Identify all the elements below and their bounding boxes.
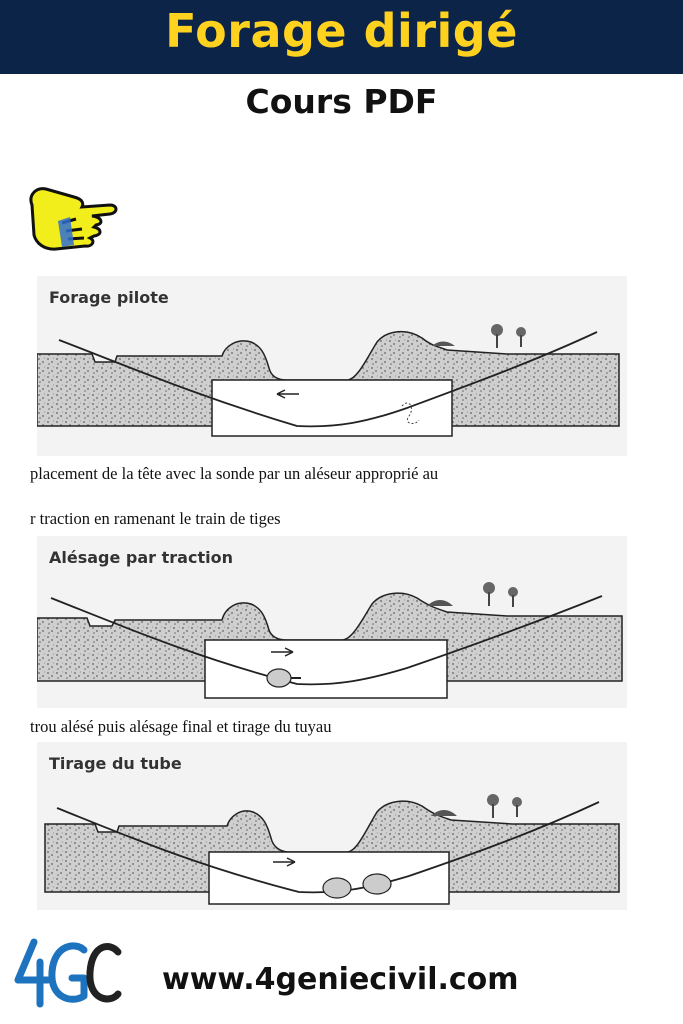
pointing-hand-icon bbox=[29, 187, 118, 251]
header-banner: Forage dirigé bbox=[0, 0, 683, 74]
diagram-alesage-par-traction: Alésage par traction bbox=[37, 536, 627, 708]
drilling-cross-section bbox=[37, 324, 620, 437]
diagram-forage-pilote: Forage pilote bbox=[37, 276, 627, 456]
panel-label: Alésage par traction bbox=[49, 548, 233, 567]
caption-2: r traction en ramenant le train de tiges bbox=[30, 509, 281, 528]
website-link[interactable]: www.4geniecivil.com bbox=[162, 962, 519, 997]
panel-label: Forage pilote bbox=[49, 288, 169, 307]
diagram-tirage-du-tube: Tirage du tube bbox=[37, 742, 627, 910]
drilling-cross-section bbox=[44, 794, 620, 905]
drilling-cross-section bbox=[37, 582, 623, 699]
caption-3: trou alésé puis alésage final et tirage … bbox=[30, 717, 332, 736]
panel-label: Tirage du tube bbox=[49, 754, 182, 773]
caption-1: placement de la tête avec la sonde par u… bbox=[30, 464, 439, 483]
4gc-logo bbox=[14, 938, 122, 1008]
page-title: Forage dirigé bbox=[165, 4, 518, 58]
page-subtitle: Cours PDF bbox=[245, 82, 438, 121]
